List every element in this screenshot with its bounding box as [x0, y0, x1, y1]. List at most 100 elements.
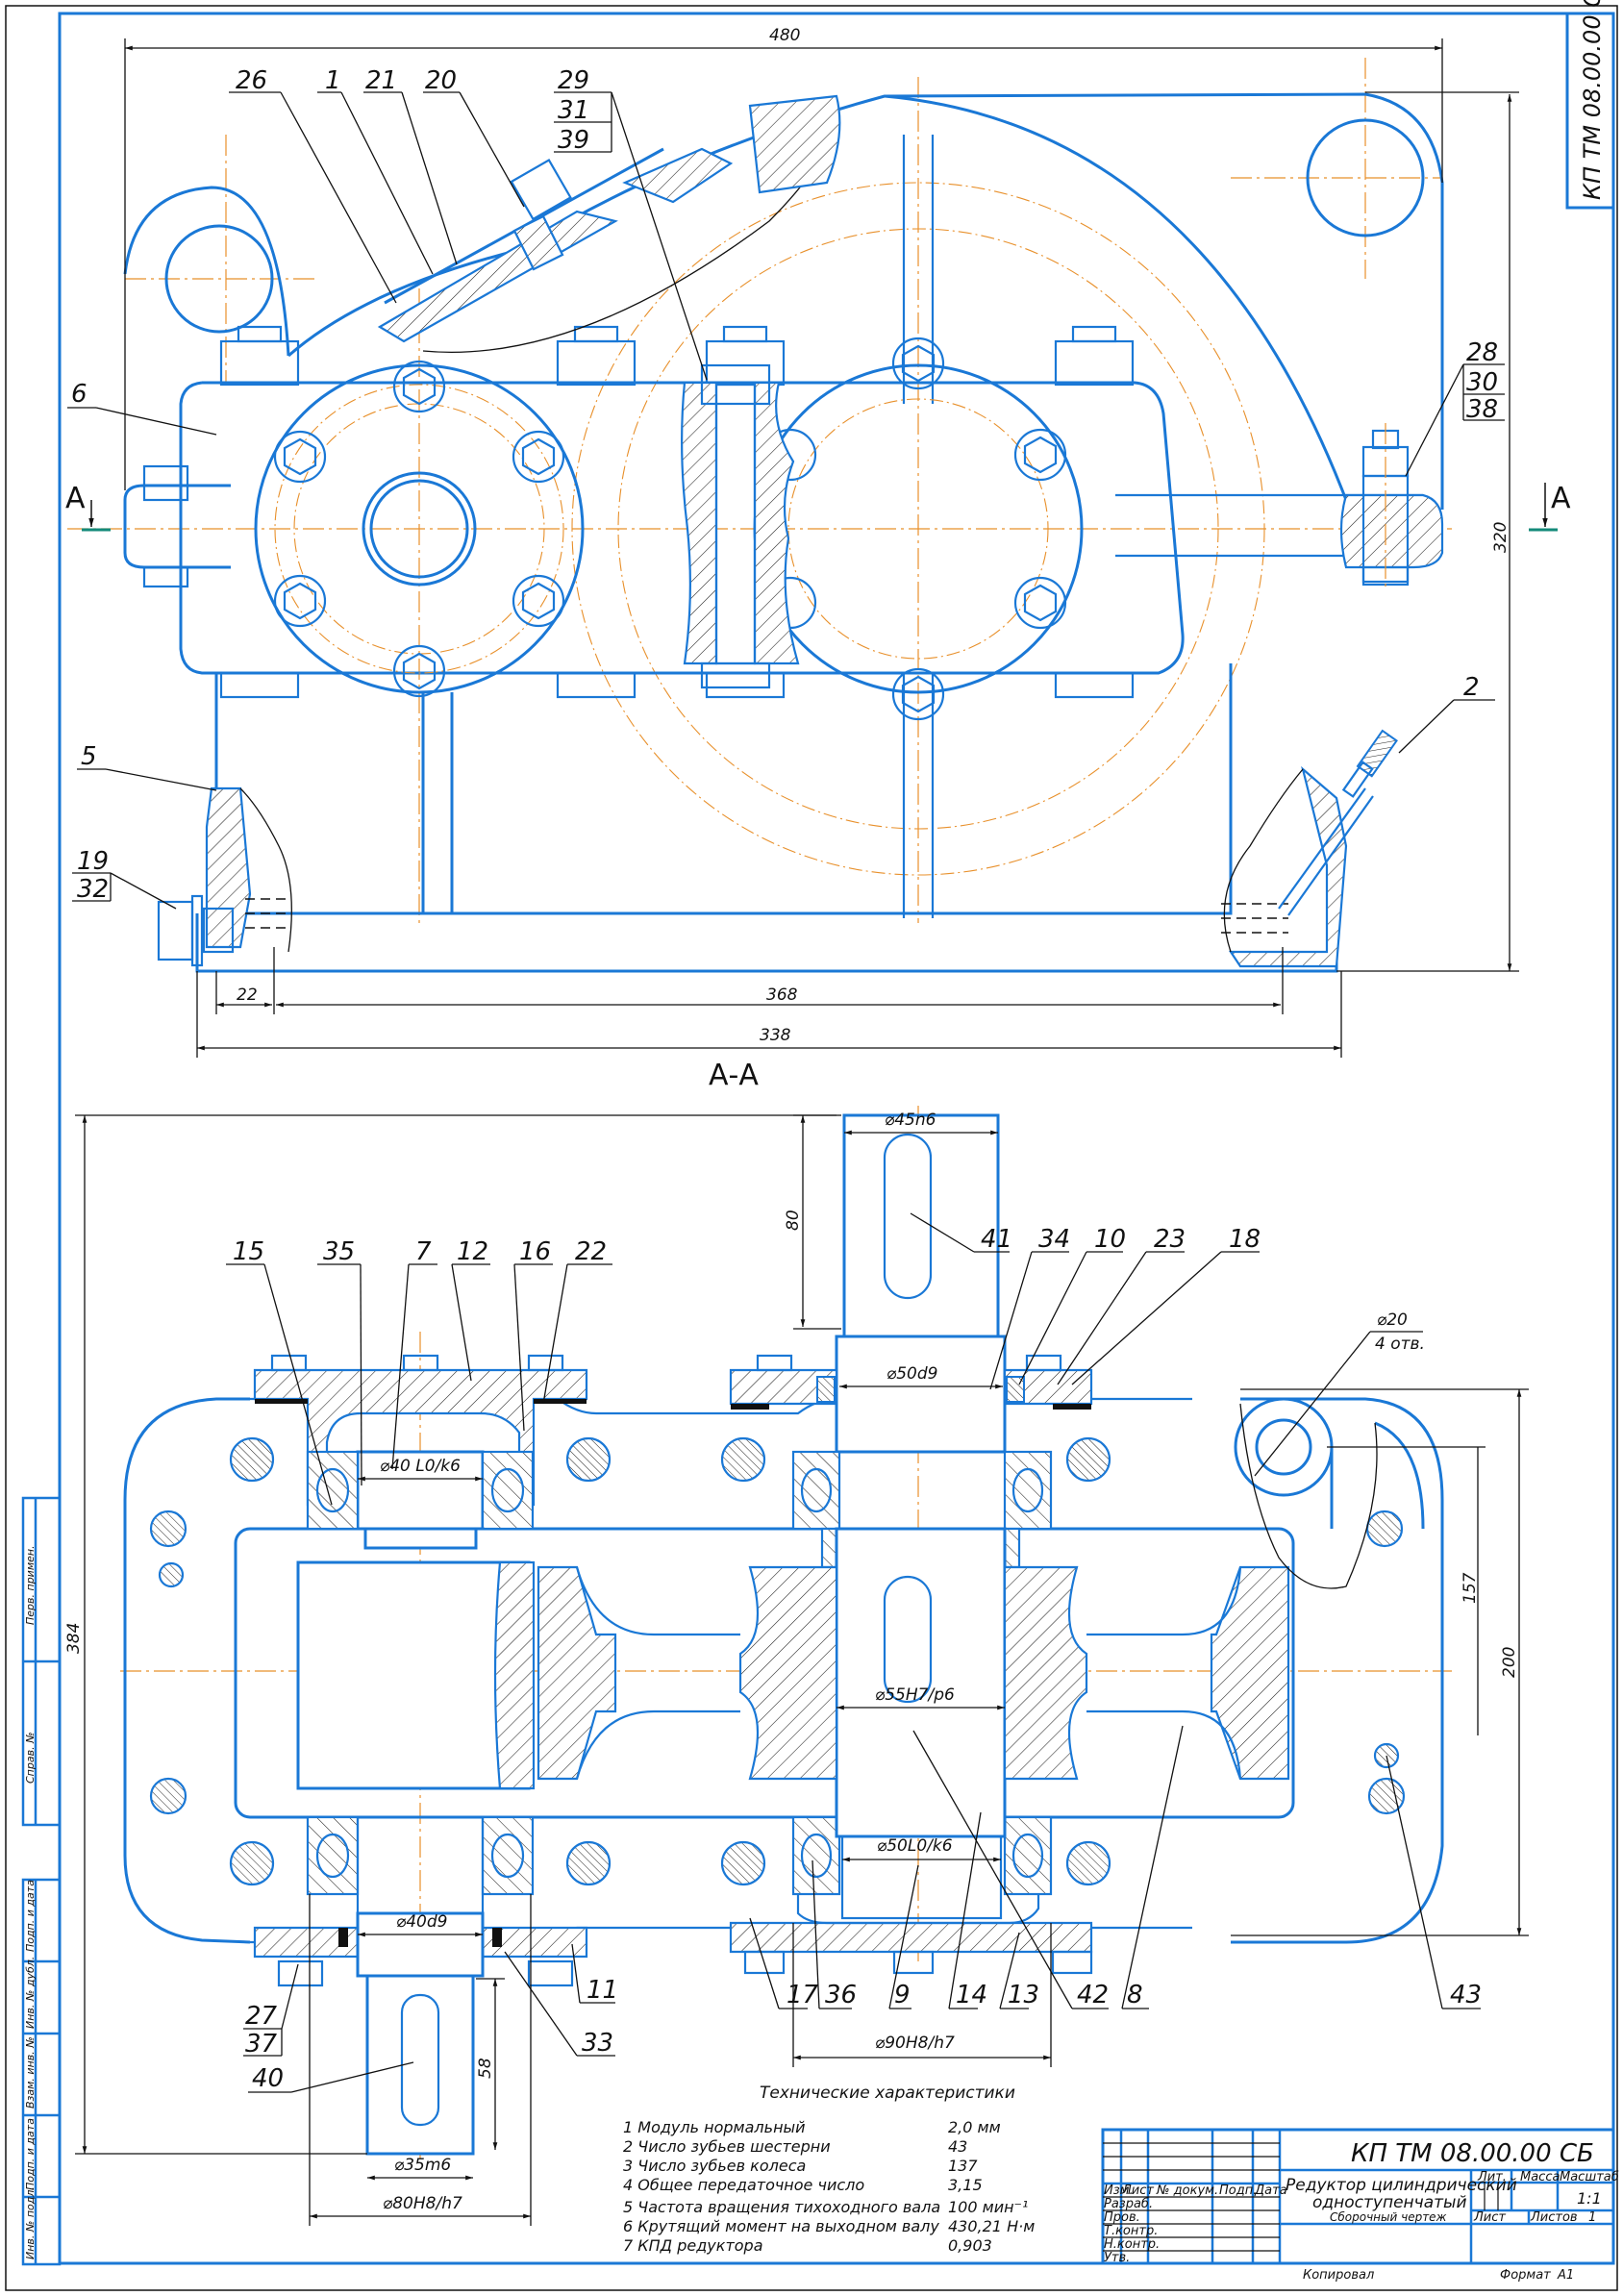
callout-15: 15 — [233, 1237, 264, 1266]
dim-80: 80 — [784, 1210, 803, 1231]
tb-sheet-label: Лист — [1473, 2210, 1506, 2225]
callout-7: 7 — [415, 1237, 432, 1266]
tb-copied-label: Копировал — [1303, 2268, 1374, 2283]
callout-26: 26 — [236, 66, 267, 95]
stamp-perv-primen: Перв. примен. — [24, 1545, 37, 1625]
sheet-frame — [5, 5, 1618, 2291]
callout-27: 27 — [245, 2002, 278, 2031]
section-dimensions: ⌀45n6 80 ⌀50d9 ⌀40 L0/k6 ⌀55H7/p6 ⌀50L0/… — [64, 1111, 1529, 2226]
tb-format-label: Формат — [1500, 2268, 1551, 2283]
callout-29: 29 — [558, 66, 589, 95]
spec-label-4: 4 Общее передаточное число — [623, 2176, 864, 2194]
dim-d50k6: ⌀50L0/k6 — [877, 1836, 953, 1856]
dim-338: 338 — [760, 1026, 791, 1045]
callout-16: 16 — [519, 1237, 551, 1266]
dim-22: 22 — [237, 986, 258, 1005]
tb-subtitle: Сборочный чертеж — [1330, 2210, 1447, 2224]
callout-8: 8 — [1127, 1981, 1143, 2009]
callout-38: 38 — [1466, 395, 1498, 424]
tb-row-prov: Пров. — [1104, 2210, 1140, 2225]
tb-row-nkontr: Н.контр. — [1104, 2237, 1160, 2252]
dim-480: 480 — [769, 26, 800, 45]
dim-d45: ⌀45n6 — [885, 1111, 936, 1130]
stamp-vzam-inv: Взам. инв. № — [24, 2036, 37, 2109]
spec-label-3: 3 Число зубьев колеса — [623, 2157, 806, 2175]
spec-value-7: 0,903 — [948, 2236, 992, 2255]
rotated-designation: КП ТМ 08.00.00 СБ — [1579, 0, 1606, 200]
tb-header-doc: № докум. — [1156, 2184, 1218, 2198]
svg-text:А: А — [1551, 482, 1571, 515]
tb-mass-label: Масса — [1520, 2170, 1560, 2184]
dim-320: 320 — [1491, 522, 1511, 553]
callout-19: 19 — [77, 847, 109, 876]
stamp-inv-dubl: Инв. № дубл. — [24, 1957, 37, 2029]
callout-20: 20 — [425, 66, 457, 95]
stamp-podp-data-1: Подп. и дата — [24, 1880, 37, 1952]
callout-13: 13 — [1008, 1981, 1039, 2009]
tb-sheets-label: Листов — [1530, 2210, 1578, 2225]
callout-17: 17 — [787, 1981, 819, 2009]
callout-21: 21 — [365, 66, 397, 95]
stamp-podp-data-2: Подп. и дата — [24, 2118, 37, 2190]
spec-label-1: 1 Модуль нормальный — [623, 2118, 806, 2136]
dim-d80h7: ⌀80H8/h7 — [383, 2194, 462, 2213]
top-view-dimensions: 480 320 22 368 338 — [124, 26, 1519, 1058]
spec-value-5: 100 мин⁻¹ — [948, 2198, 1028, 2216]
tb-sheets-value: 1 — [1588, 2210, 1596, 2225]
dim-hole-count: 4 отв. — [1375, 1335, 1425, 1354]
tb-row-utv: Утв. — [1104, 2251, 1130, 2265]
callout-41: 41 — [981, 1225, 1012, 1254]
callout-39: 39 — [558, 126, 589, 155]
callout-11: 11 — [587, 1976, 618, 2005]
svg-text:А: А — [65, 482, 86, 515]
dim-d50d9: ⌀50d9 — [886, 1364, 937, 1384]
dim-hole-dia: ⌀20 — [1377, 1310, 1408, 1330]
dim-384: 384 — [64, 1623, 84, 1654]
tb-header-date: Дата — [1254, 2184, 1287, 2198]
tb-scale-label: Масштаб — [1560, 2170, 1619, 2184]
tb-header-sign: Подп. — [1219, 2184, 1257, 2198]
callout-40: 40 — [252, 2064, 284, 2093]
spec-label-5: 5 Частота вращения тихоходного вала — [623, 2198, 940, 2216]
stamp-inv-podl: Инв. № подл. — [24, 2186, 37, 2259]
tb-designation: КП ТМ 08.00.00 СБ — [1351, 2139, 1594, 2168]
output-bearing-bottom — [791, 1815, 1053, 1896]
spec-label-6: 6 Крутящий момент на выходном валу — [623, 2217, 939, 2235]
callout-9: 9 — [894, 1981, 911, 2009]
spec-value-3: 137 — [948, 2157, 978, 2175]
section-view — [120, 1106, 1452, 2159]
callout-23: 23 — [1154, 1225, 1186, 1254]
callout-37: 37 — [245, 2030, 278, 2059]
tb-header-izm: Изм. — [1104, 2184, 1134, 2198]
dim-58: 58 — [476, 2058, 495, 2079]
callout-22: 22 — [575, 1237, 607, 1266]
spec-value-2: 43 — [948, 2137, 967, 2156]
inspection-cover — [377, 94, 841, 354]
stamp-sprav: Справ. № — [24, 1732, 37, 1784]
tb-header-list: Лист — [1121, 2184, 1154, 2198]
callout-34: 34 — [1038, 1225, 1070, 1254]
callout-2: 2 — [1463, 673, 1480, 702]
callout-33: 33 — [582, 2029, 613, 2058]
section-callouts: 15 35 7 12 16 22 41 34 10 23 18 27 37 40… — [226, 1212, 1482, 2093]
spec-label-2: 2 Число зубьев шестерни — [623, 2137, 831, 2156]
tb-row-tkontr: Т.контр. — [1104, 2224, 1158, 2238]
callout-32: 32 — [77, 875, 109, 904]
callout-5: 5 — [81, 742, 97, 771]
top-view: А А — [65, 58, 1571, 973]
callout-18: 18 — [1229, 1225, 1261, 1254]
input-bearing-bottom — [306, 1815, 535, 1896]
tb-scale-value: 1:1 — [1577, 2189, 1602, 2208]
spec-value-1: 2,0 мм — [948, 2118, 1001, 2136]
spec-label-7: 7 КПД редуктора — [623, 2236, 763, 2255]
callout-43: 43 — [1450, 1981, 1482, 2009]
dim-d35: ⌀35m6 — [394, 2156, 451, 2175]
rotated-designation-box: КП ТМ 08.00.00 СБ — [1565, 0, 1615, 210]
specs-title: Технические характеристики — [760, 2084, 1015, 2103]
tb-row-razrab: Разраб. — [1104, 2197, 1153, 2211]
side-stamp: Перв. примен. Справ. № Подп. и дата Инв.… — [21, 1496, 62, 2266]
callout-42: 42 — [1077, 1981, 1109, 2009]
callout-35: 35 — [323, 1237, 355, 1266]
section-cut-marker-left: А — [65, 482, 111, 532]
